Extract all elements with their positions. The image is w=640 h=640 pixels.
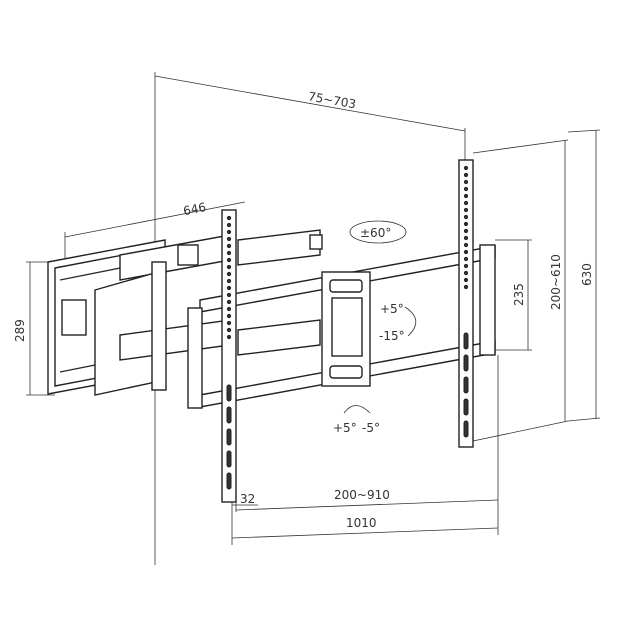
mounting-hole xyxy=(463,214,469,220)
mounting-hole xyxy=(226,306,232,312)
vesa-vertical-min-dimension: 235 xyxy=(495,239,532,351)
mounting-slot xyxy=(463,354,469,372)
arm-span-label: 646 xyxy=(182,200,207,218)
vesa-horizontal-range-label: 200~910 xyxy=(334,488,390,502)
vesa-vertical-range-label: 200~610 xyxy=(549,254,563,310)
mounting-hole xyxy=(463,172,469,178)
articulating-arms xyxy=(94,229,323,396)
center-tilt-plate xyxy=(321,271,371,387)
mounting-slot xyxy=(226,472,232,490)
mounting-slot xyxy=(226,406,232,424)
arm-span-dimension: 646 xyxy=(64,200,246,262)
mounting-slot xyxy=(463,420,469,438)
mounting-hole xyxy=(463,270,469,276)
mounting-hole xyxy=(463,200,469,206)
wall-plate-height-label: 289 xyxy=(13,319,27,342)
bracket-height-dimension: 630 xyxy=(567,129,601,422)
mounting-hole xyxy=(463,228,469,234)
mounting-hole xyxy=(226,236,232,242)
mounting-slot xyxy=(226,428,232,446)
mounting-hole xyxy=(463,193,469,199)
tilt-indicator: +5° -15° xyxy=(379,302,417,343)
right-vertical-bracket xyxy=(458,159,474,448)
mounting-hole xyxy=(226,320,232,326)
mounting-hole xyxy=(226,271,232,277)
vesa-vertical-range-dimension: 200~610 xyxy=(472,139,569,442)
mounting-hole xyxy=(226,313,232,319)
swivel-label: ±60° xyxy=(360,226,391,240)
mounting-hole xyxy=(226,292,232,298)
total-width-label: 1010 xyxy=(346,516,377,530)
bracket-height-label: 630 xyxy=(580,263,594,286)
mounting-slot xyxy=(226,384,232,402)
swivel-indicator: ±60° xyxy=(349,220,407,244)
mounting-hole xyxy=(463,242,469,248)
mounting-hole xyxy=(226,299,232,305)
mounting-hole xyxy=(226,264,232,270)
mounting-hole xyxy=(226,229,232,235)
total-width-dimension: 1010 xyxy=(231,516,499,539)
mounting-hole xyxy=(226,257,232,263)
mounting-slot xyxy=(463,398,469,416)
rotation-indicator: +5° -5° xyxy=(333,405,380,435)
mounting-slot xyxy=(463,332,469,350)
tilt-down-label: -15° xyxy=(379,329,405,343)
mounting-hole xyxy=(226,215,232,221)
left-vertical-bracket xyxy=(221,209,237,503)
mounting-hole xyxy=(463,221,469,227)
mounting-hole xyxy=(463,249,469,255)
mounting-hole xyxy=(463,263,469,269)
rotate-minus-label: -5° xyxy=(362,421,380,435)
tilt-up-label: +5° xyxy=(380,302,404,316)
mounting-hole xyxy=(226,334,232,340)
vesa-vertical-min-label: 235 xyxy=(512,283,526,306)
mounting-hole xyxy=(463,186,469,192)
depth-label: 75~703 xyxy=(307,89,357,111)
mounting-hole xyxy=(226,278,232,284)
mounting-hole xyxy=(226,222,232,228)
mounting-hole xyxy=(463,284,469,290)
mounting-hole xyxy=(463,165,469,171)
mounting-hole xyxy=(463,207,469,213)
mounting-hole xyxy=(463,256,469,262)
mounting-hole xyxy=(226,243,232,249)
mounting-hole xyxy=(226,285,232,291)
vesa-horizontal-range-dimension: 200~910 xyxy=(235,355,499,535)
mounting-hole xyxy=(463,235,469,241)
mounting-slot xyxy=(226,450,232,468)
mounting-hole xyxy=(226,327,232,333)
rotate-plus-label: +5° xyxy=(333,421,357,435)
mounting-hole xyxy=(463,179,469,185)
mounting-slot xyxy=(463,376,469,394)
bracket-offset-label: 32 xyxy=(240,492,255,506)
mounting-hole xyxy=(226,250,232,256)
mounting-hole xyxy=(463,277,469,283)
